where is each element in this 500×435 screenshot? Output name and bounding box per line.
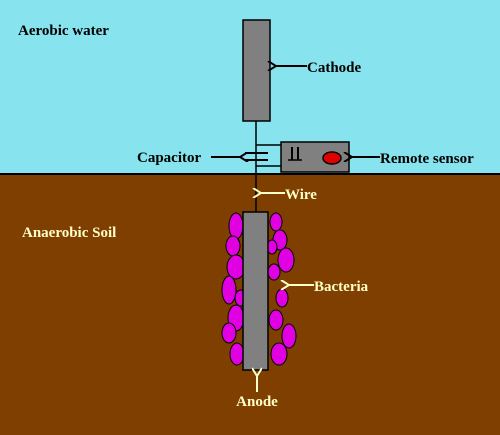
remote-sensor-label: Remote sensor: [380, 151, 474, 167]
bacterium: [221, 322, 237, 344]
bacterium: [275, 288, 289, 308]
bacterium: [270, 342, 288, 366]
capacitor-label: Capacitor: [137, 150, 201, 166]
sensor-led: [322, 151, 342, 165]
bacterium: [267, 263, 281, 281]
cathode-electrode: [242, 19, 271, 122]
aerobic-water-label: Aerobic water: [18, 23, 109, 39]
anaerobic-soil-label: Anaerobic Soil: [22, 225, 116, 241]
bacterium: [221, 275, 237, 305]
remote-sensor: [256, 141, 350, 173]
cathode-label: Cathode: [307, 60, 362, 76]
bacterium: [281, 323, 297, 349]
bacterium: [225, 235, 241, 257]
bacterium: [229, 342, 245, 366]
anode-label: Anode: [236, 394, 278, 410]
wire-label: Wire: [285, 187, 317, 203]
bacterium: [268, 309, 284, 331]
anode-electrode: [242, 211, 269, 371]
bacteria-label: Bacteria: [314, 279, 369, 295]
bacterium: [277, 247, 295, 273]
bacterium: [228, 212, 244, 240]
bacterium: [269, 212, 283, 232]
bacteria-cluster: [221, 212, 297, 366]
